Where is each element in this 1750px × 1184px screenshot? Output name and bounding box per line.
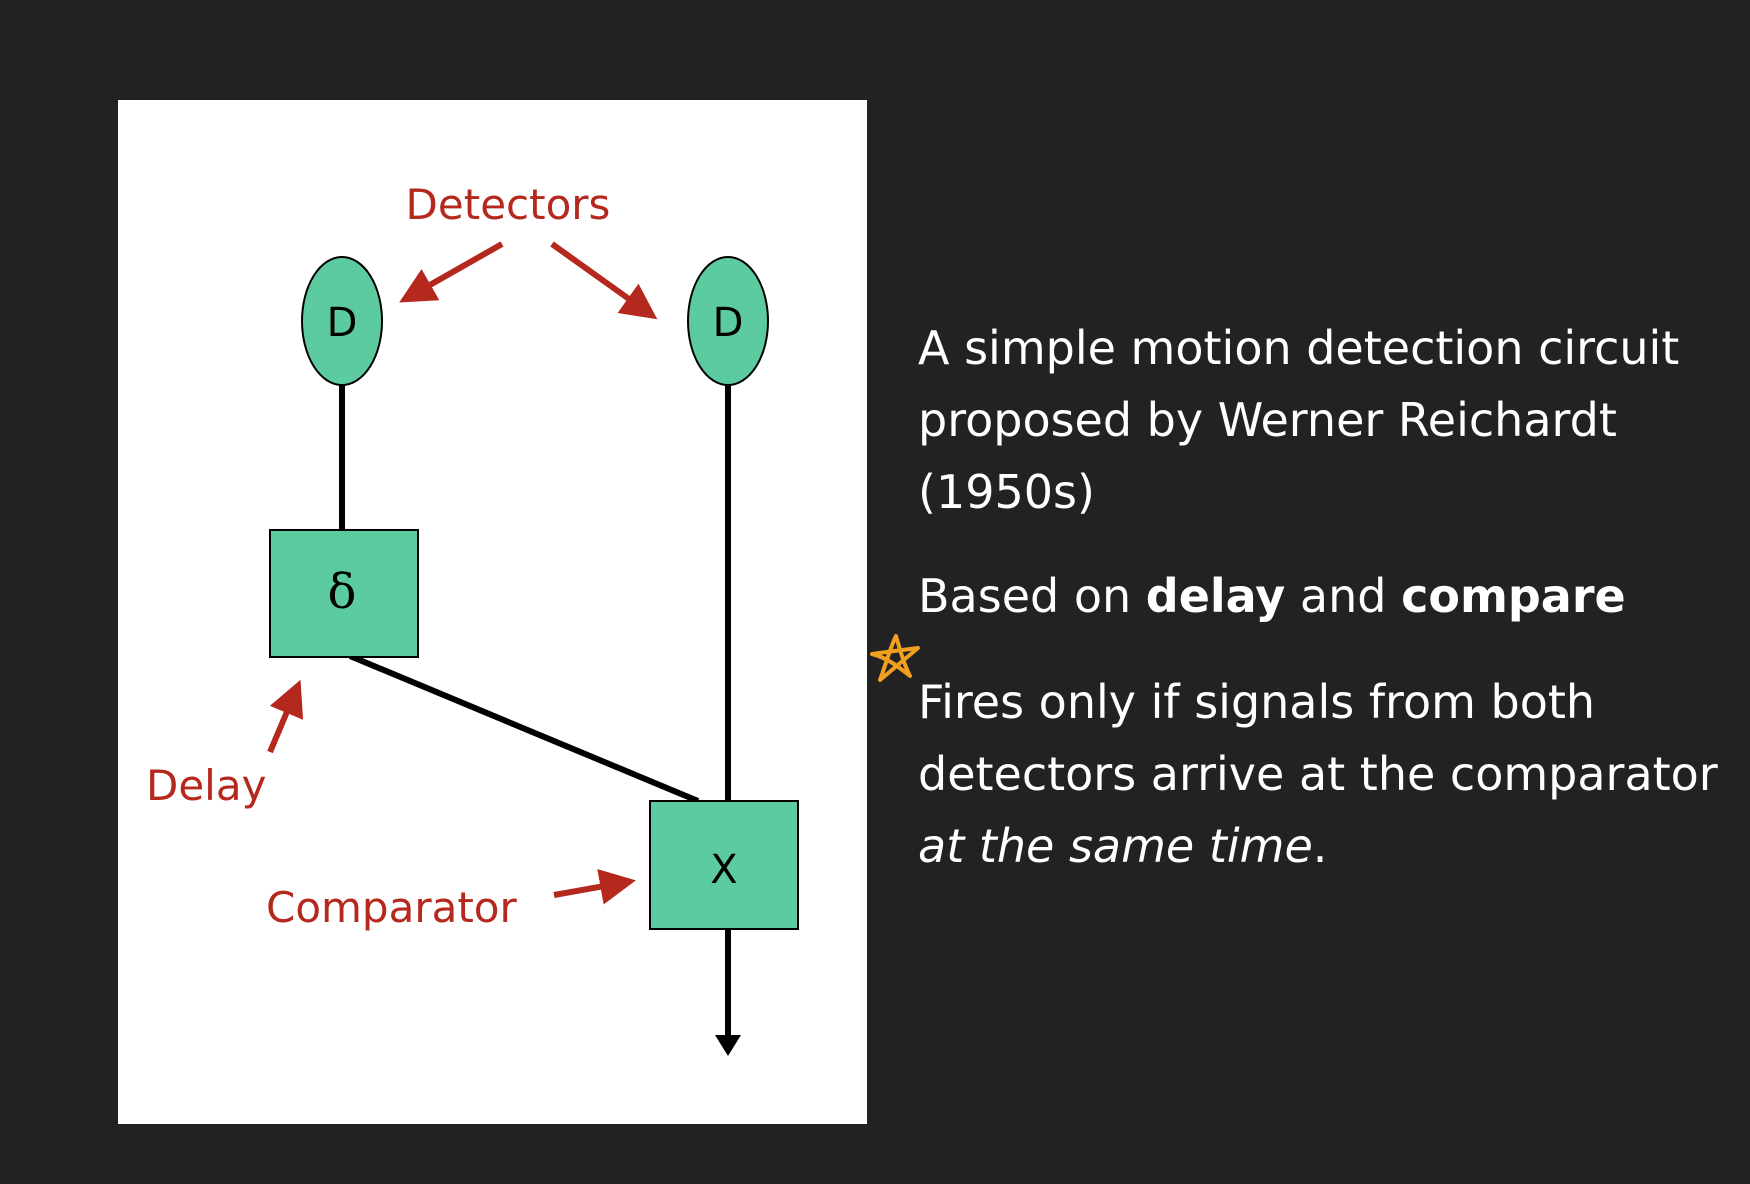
para2-bold-delay: delay [1145,569,1286,623]
arrow-to-comparator [553,869,636,905]
callout-comparator: Comparator [266,883,518,932]
callout-detectors: Detectors [406,180,611,229]
detector-right [687,256,769,386]
detector-left [301,256,383,386]
para2-mid: and [1285,569,1402,623]
paragraph-fires: Fires only if signals from both detector… [918,666,1738,882]
callout-delay: Delay [146,761,266,810]
para3-italic: at the same time [918,819,1313,873]
star-icon [870,634,920,682]
para3-suffix: . [1312,819,1328,873]
detector-left-label: D [327,300,358,346]
para2-prefix: Based on [918,569,1146,623]
comparator-label: X [710,847,737,893]
delay-label: δ [328,564,357,620]
arrow-to-right-detector [550,241,658,320]
output-arrowhead [715,1035,741,1056]
comparator-box [649,800,799,930]
reichardt-diagram: D D δ X Detectors Delay Comparator [118,100,867,1124]
para2-bold-compare: compare [1401,569,1626,623]
delay-box [269,529,419,658]
wire-delay-to-comparator [348,653,700,804]
paragraph-intro: A simple motion detection circuit propos… [918,321,1680,519]
diagram-canvas: D D δ X Detectors Delay Comparator [146,180,799,1056]
paragraph-delay-compare: Based on delay and compare [918,560,1738,632]
detector-right-label: D [713,300,744,346]
arrow-to-delay [267,679,304,754]
para3-prefix: Fires only if signals from both detector… [918,675,1718,801]
arrow-to-left-detector [399,241,504,303]
